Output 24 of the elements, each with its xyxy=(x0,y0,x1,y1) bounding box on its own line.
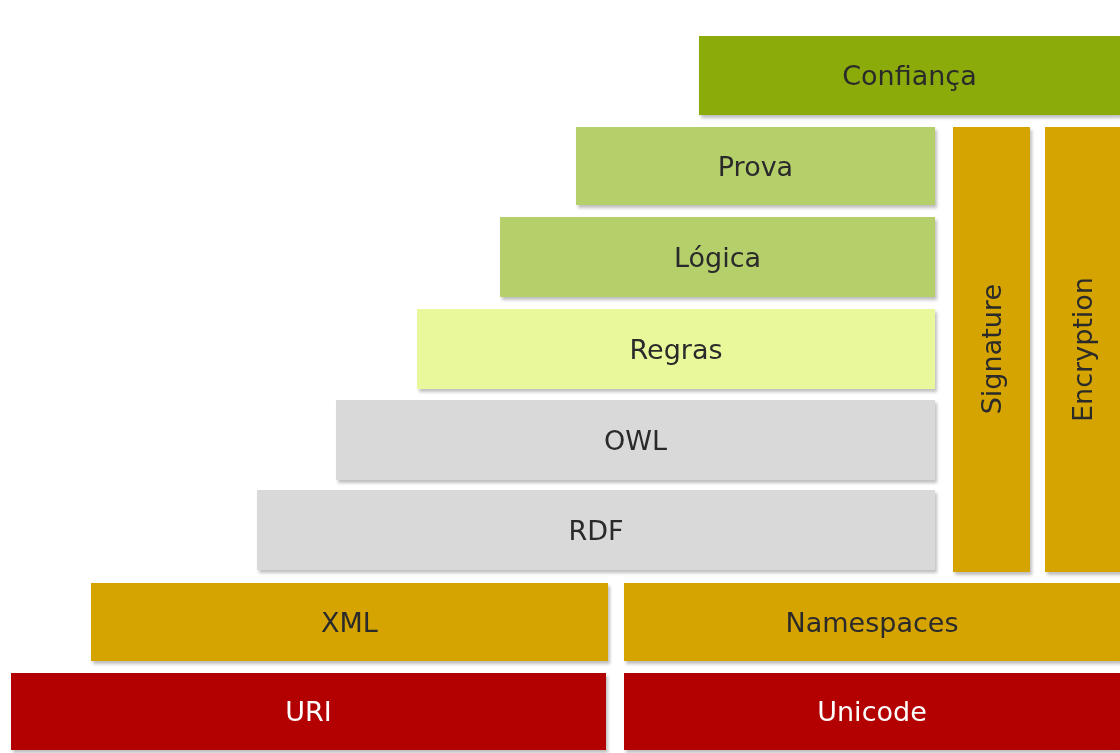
layer-label: Encryption xyxy=(1067,277,1098,422)
layer-bar xyxy=(417,309,935,389)
layer-bar xyxy=(576,127,935,205)
layer-label: URI xyxy=(285,696,332,727)
layer-bar xyxy=(91,583,608,661)
layer-label: Signature xyxy=(976,284,1007,415)
layer-label: RDF xyxy=(568,514,624,546)
layer-label: Unicode xyxy=(817,696,927,727)
layer-bar xyxy=(11,673,606,750)
layer-bar xyxy=(624,673,1120,750)
layer-label: XML xyxy=(321,606,378,638)
layer-label: Regras xyxy=(629,333,723,365)
layer-bar xyxy=(624,583,1120,661)
layer-bar xyxy=(336,400,935,480)
vertical-layer-bar xyxy=(953,127,1030,572)
vertical-layer-bar xyxy=(1045,127,1120,572)
layer-label: Namespaces xyxy=(785,606,959,638)
layer-label: Confiança xyxy=(842,60,977,91)
layer-label: Prova xyxy=(717,150,794,182)
layer-bar xyxy=(500,217,935,297)
layer-label: OWL xyxy=(604,424,667,456)
layer-label: Lógica xyxy=(673,241,762,273)
layer-bar xyxy=(699,36,1120,115)
layer-bar xyxy=(257,490,935,570)
